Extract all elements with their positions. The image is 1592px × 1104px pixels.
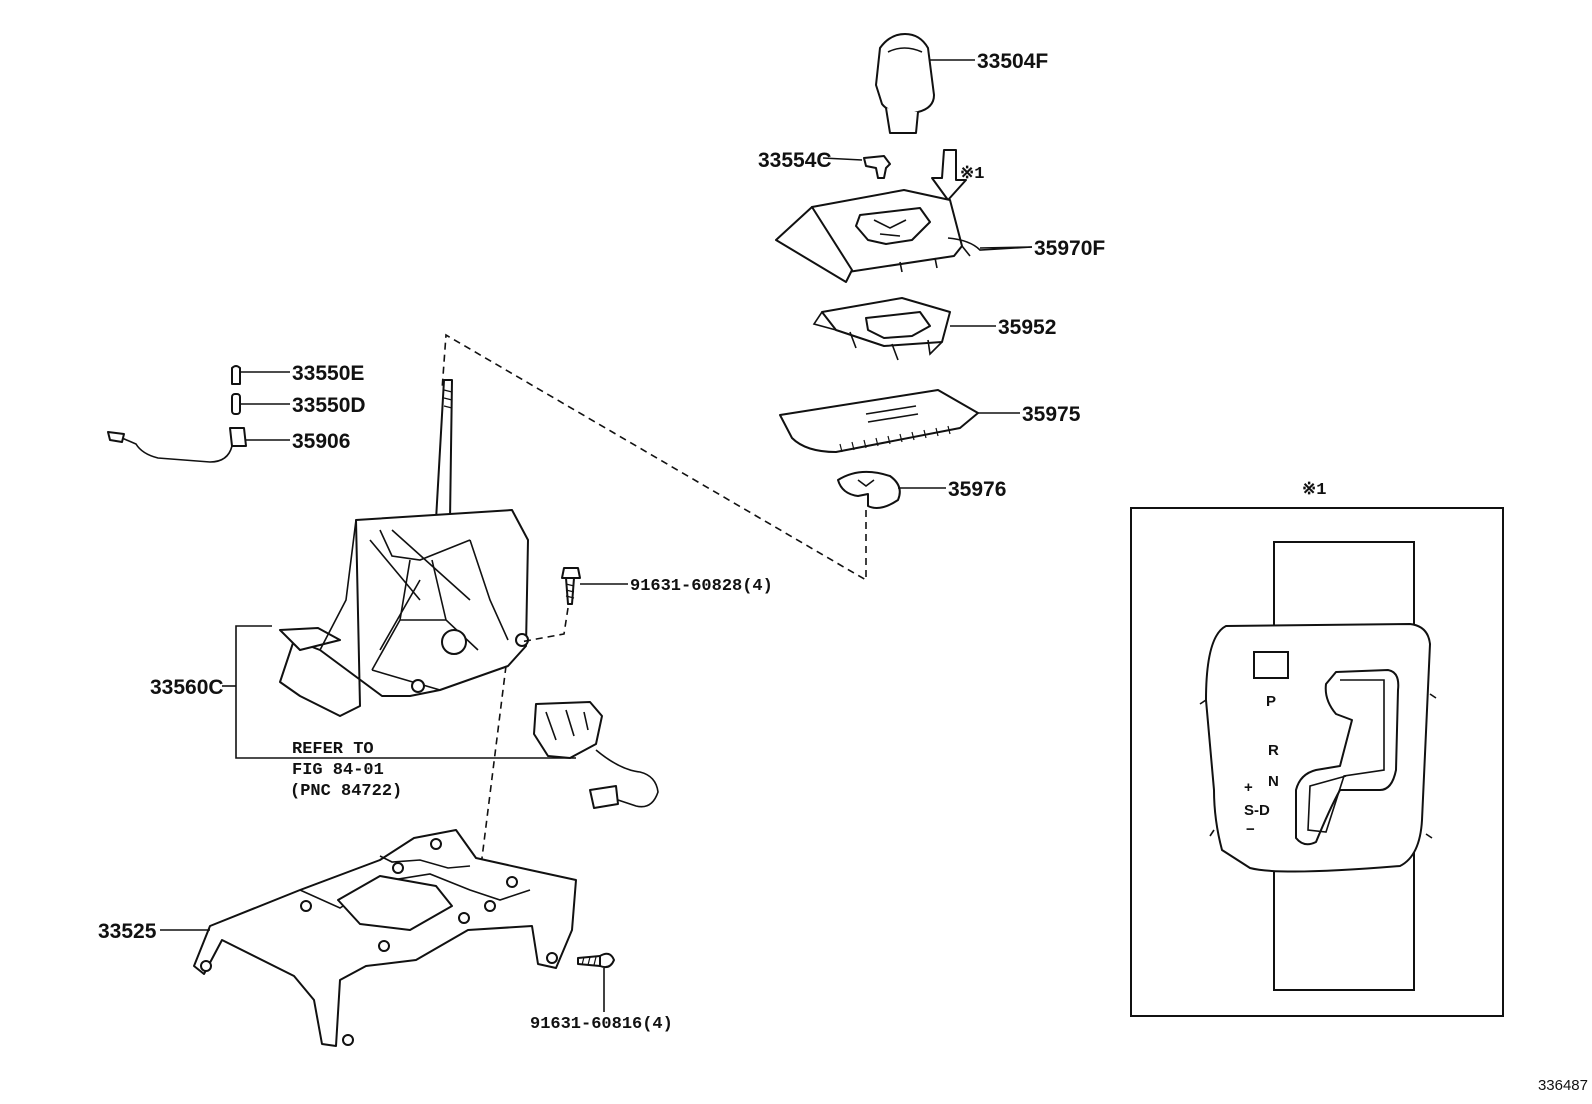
label-33525: 33525 — [98, 920, 157, 943]
label-33550E: 33550E — [292, 362, 364, 385]
inset-frame — [1130, 507, 1504, 1017]
arrow-marker: ※1 — [960, 165, 984, 184]
slide-plate — [779, 389, 979, 453]
refer-line-1: REFER TO — [292, 740, 374, 759]
gate-label-s-d: S-D — [1244, 802, 1270, 819]
label-bolt-upper: 91631-60828(4) — [630, 577, 773, 596]
inset-marker: ※1 — [1302, 481, 1326, 500]
label-33550D: 33550D — [292, 394, 366, 417]
bulb-cap — [231, 365, 241, 385]
bolt-upper-icon — [561, 567, 581, 605]
diagram-id: 336487 — [1538, 1077, 1588, 1094]
wire-socket — [107, 427, 247, 463]
leader-33560C — [235, 625, 576, 759]
label-33560C: 33560C — [150, 676, 224, 699]
alignment-bolt-upper — [519, 607, 569, 643]
shift-knob — [875, 33, 935, 134]
label-35952: 35952 — [998, 316, 1056, 339]
label-35975: 35975 — [1022, 403, 1081, 426]
view-arrow-icon — [931, 149, 967, 201]
leader-35970F — [979, 246, 1033, 249]
shift-bezel — [775, 189, 1033, 283]
label-bolt-lower: 91631-60816(4) — [530, 1015, 673, 1034]
shift-lever-assembly — [279, 379, 529, 717]
indicator-housing — [812, 297, 951, 361]
gate-label-plus: + — [1244, 779, 1253, 796]
bulb — [231, 393, 241, 415]
gate-label-n: N — [1268, 773, 1279, 790]
label-35970F: 35970F — [1034, 237, 1105, 260]
cover-disc — [837, 470, 901, 509]
label-33504F: 33504F — [977, 50, 1048, 73]
gate-plate — [1199, 541, 1437, 991]
alignment-line-lower — [477, 665, 507, 891]
alignment-line-upper — [441, 333, 867, 582]
mounting-bracket — [193, 829, 577, 1047]
bolt-lower-icon — [577, 952, 615, 969]
leader-33554C — [822, 157, 863, 161]
shift-switch-connector — [533, 701, 659, 809]
gate-label-p: P — [1266, 693, 1276, 710]
label-35976: 35976 — [948, 478, 1006, 501]
refer-line-2: FIG 84-01 — [292, 761, 384, 780]
clip-part — [863, 155, 891, 179]
label-33554C: 33554C — [758, 149, 832, 172]
refer-line-3: (PNC 84722) — [290, 782, 402, 801]
label-35906: 35906 — [292, 430, 350, 453]
gate-label-r: R — [1268, 742, 1279, 759]
gate-label-minus: − — [1246, 821, 1255, 838]
p-indicator-window — [1253, 651, 1289, 679]
